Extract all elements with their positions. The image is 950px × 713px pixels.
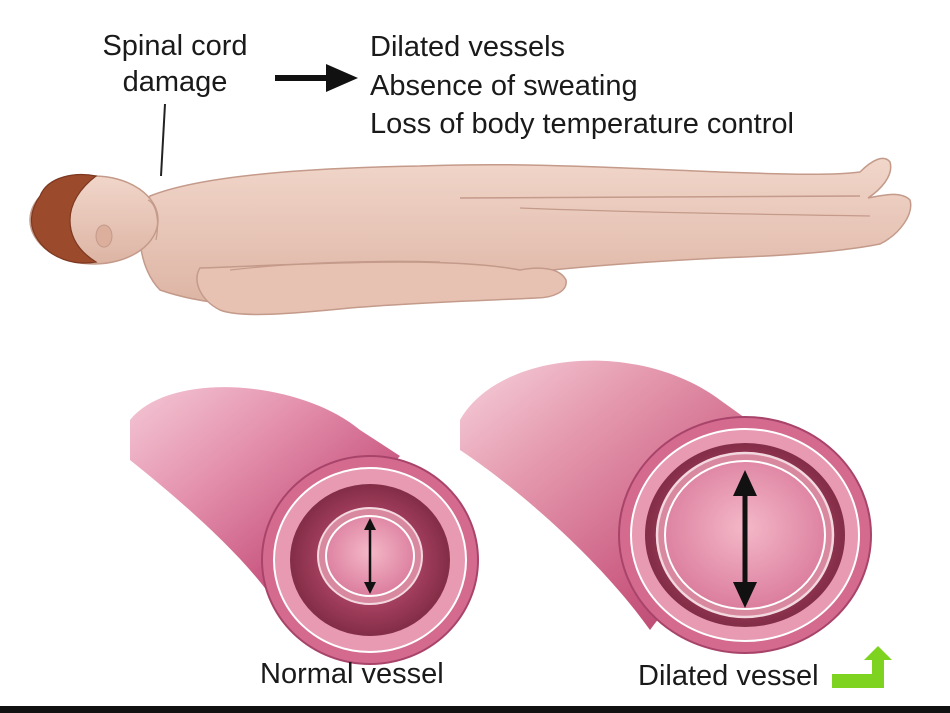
dilated-diameter-arrow (733, 470, 757, 608)
human-figure (29, 157, 912, 316)
dilated-vessel-caption: Dilated vessel (638, 660, 819, 692)
normal-vessel-caption: Normal vessel (260, 658, 444, 690)
effect-item: Loss of body temperature control (370, 108, 794, 140)
pointer-line (160, 103, 166, 177)
effect-item: Dilated vessels (370, 31, 566, 63)
normal-vessel-illustration (130, 387, 479, 665)
bottom-border (0, 706, 950, 713)
effect-item: Absence of sweating (370, 69, 638, 102)
cause-label: Spinal cord damage (82, 28, 268, 100)
effects-list: Dilated vessels Absence of sweating Loss… (370, 28, 794, 144)
return-arrow-icon[interactable] (832, 644, 894, 690)
cause-label-line2: damage (122, 66, 228, 98)
normal-diameter-arrow (364, 518, 376, 594)
cause-label-line1: Spinal cord (102, 30, 248, 62)
dilated-vessel-illustration (460, 360, 872, 654)
cause-effect-arrow (275, 64, 358, 92)
